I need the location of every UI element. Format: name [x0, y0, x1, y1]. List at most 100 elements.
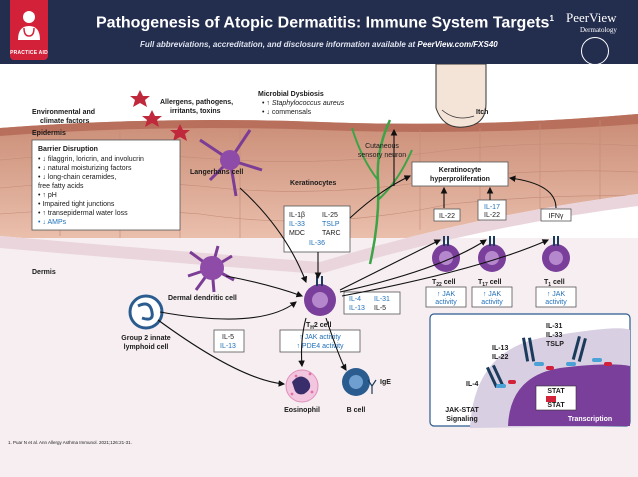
th2-label: TH2 cell: [306, 322, 331, 331]
svg-text:↑ JAK activity: ↑ JAK activity: [299, 334, 341, 341]
keratinocyte-cytokine-box: IL-1β IL-33 MDC IL-25 TSLP TARC IL-36: [283, 205, 351, 253]
svg-text:↑ JAK: ↑ JAK: [483, 291, 502, 298]
svg-text:IL-5: IL-5: [222, 334, 234, 341]
stat-label-top: STAT: [547, 388, 565, 395]
eosinophil-label: Eosinophil: [284, 407, 320, 414]
dermal-dendritic-cell: [187, 245, 235, 293]
svg-text:• ↓ natural moisturizing facto: • ↓ natural moisturizing factors: [38, 165, 132, 172]
eosinophil-cell: [285, 369, 319, 403]
microbial-item-0: • ↑ Staphylococcus aureus: [262, 100, 345, 107]
svg-text:• ↓ long-chain ceramides,: • ↓ long-chain ceramides,: [38, 174, 116, 181]
svg-text:• ↓ filaggrin, loricrin, and i: • ↓ filaggrin, loricrin, and involucrin: [38, 156, 144, 163]
sensory-neuron: [368, 119, 392, 265]
brand-subtitle: Dermatology: [580, 26, 617, 34]
langerhans-cell: [199, 129, 263, 197]
th17-cytokine-box: IL-17 IL-22: [477, 199, 507, 221]
th22-cytokine-box: IL-22: [433, 208, 461, 222]
svg-text:TSLP: TSLP: [322, 221, 340, 228]
svg-text:TARC: TARC: [322, 230, 341, 237]
svg-text:IL-22: IL-22: [484, 212, 500, 219]
th1-cell: [542, 236, 570, 272]
allergens-label: Allergens, pathogens,irritants, toxins: [160, 99, 233, 115]
doctor-icon: [18, 11, 40, 40]
footnote: 1. Puar N et al. Ann Allergy Asthma Immu…: [8, 440, 132, 445]
th1-cytokine-box: IFNγ: [540, 208, 572, 222]
svg-text:IL-17: IL-17: [484, 204, 500, 211]
brand-name: PeerView: [566, 10, 617, 25]
ilc2-cell: [128, 294, 164, 330]
th2-cytokine-box: IL-4 IL-31 IL-13 IL-5: [343, 291, 401, 315]
svg-text:Keratinocyte: Keratinocyte: [439, 167, 482, 174]
langerhans-label: Langerhans cell: [190, 169, 243, 176]
signaling-arrows: [157, 128, 557, 387]
svg-text:IL-33: IL-33: [289, 221, 305, 228]
svg-text:IL-25: IL-25: [322, 212, 338, 219]
svg-text:IL-1β: IL-1β: [289, 212, 305, 219]
barrier-disruption-box: Barrier Disruption • ↓ filaggrin, loricr…: [31, 139, 181, 231]
svg-text:Barrier Disruption: Barrier Disruption: [38, 146, 98, 153]
ilc2-cytokine-box: IL-5 IL-13: [213, 329, 245, 353]
page-subtitle: Full abbreviations, accreditation, and d…: [140, 40, 498, 49]
keratinocytes-label: Keratinocytes: [290, 180, 336, 187]
allergen-particles: [130, 90, 190, 141]
svg-text:↑ PDE4 activity: ↑ PDE4 activity: [296, 343, 344, 350]
svg-text:activity: activity: [545, 299, 567, 306]
logo-label: PRACTICE AID: [10, 50, 48, 56]
svg-text:• ↑ pH: • ↑ pH: [38, 192, 57, 199]
epidermis-label: Epidermis: [32, 130, 66, 137]
svg-text:IL-5: IL-5: [374, 305, 386, 312]
stratum-corneum: [0, 114, 638, 136]
jak-il4-label: IL-4: [466, 381, 479, 388]
microbial-item-1: • ↓ commensals: [262, 109, 312, 116]
title-reference: 1: [549, 14, 554, 23]
ige-label: IgE: [380, 379, 391, 386]
bcell-label: B cell: [347, 407, 366, 414]
th2-effect-box: ↑ JAK activity ↑ PDE4 activity: [279, 329, 361, 353]
svg-text:• ↑ transepidermal water loss: • ↑ transepidermal water loss: [38, 210, 128, 217]
svg-text:activity: activity: [435, 299, 457, 306]
th17-jak-box: ↑ JAK activity: [471, 286, 513, 308]
transcription-label: Transcription: [568, 416, 612, 423]
svg-text:IL-31: IL-31: [374, 296, 390, 303]
th1-label: T1 cell: [544, 279, 565, 288]
svg-text:IFNγ: IFNγ: [549, 213, 564, 220]
svg-text:hyperproliferation: hyperproliferation: [430, 176, 490, 183]
keratinocyte-hyperproliferation-box: Keratinocyte hyperproliferation: [411, 161, 509, 187]
svg-text:• Impaired tight junctions: • Impaired tight junctions: [38, 201, 115, 208]
peerview-link[interactable]: PeerView.com/FXS40: [417, 40, 498, 49]
th2-cell: [304, 276, 336, 316]
b-cell: [342, 368, 370, 396]
th22-label: T22 cell: [432, 279, 456, 288]
svg-text:IL-13: IL-13: [220, 343, 236, 350]
practice-aid-logo: PRACTICE AID: [10, 0, 48, 60]
jak-stat-panel: STAT STAT: [429, 313, 631, 428]
th17-label: T17 cell: [478, 279, 502, 288]
dermal-dendritic-label: Dermal dendritic cell: [168, 295, 237, 302]
svg-text:IL-13: IL-13: [349, 305, 365, 312]
svg-text:• ↓ AMPs: • ↓ AMPs: [38, 219, 67, 226]
microbial-dysbiosis: Microbial Dysbiosis: [258, 91, 324, 98]
svg-text:↑ JAK: ↑ JAK: [547, 291, 566, 298]
dermis-label: Dermis: [32, 269, 56, 276]
itch-label: Itch: [476, 109, 488, 116]
svg-text:IL-4: IL-4: [349, 296, 361, 303]
th22-jak-box: ↑ JAK activity: [425, 286, 467, 308]
svg-text:IL-36: IL-36: [309, 240, 325, 247]
brand-seal-icon: [581, 37, 609, 65]
svg-text:activity: activity: [481, 299, 503, 306]
header-bar: PRACTICE AID Pathogenesis of Atopic Derm…: [0, 0, 638, 65]
svg-text:↑ JAK: ↑ JAK: [437, 291, 456, 298]
th1-jak-box: ↑ JAK activity: [535, 286, 577, 308]
svg-text:IL-22: IL-22: [439, 213, 455, 220]
stat-label-bottom: STAT: [547, 402, 565, 409]
scratching-finger: [435, 64, 487, 128]
svg-text:MDC: MDC: [289, 230, 305, 237]
page-title: Pathogenesis of Atopic Dermatitis: Immun…: [96, 14, 554, 32]
